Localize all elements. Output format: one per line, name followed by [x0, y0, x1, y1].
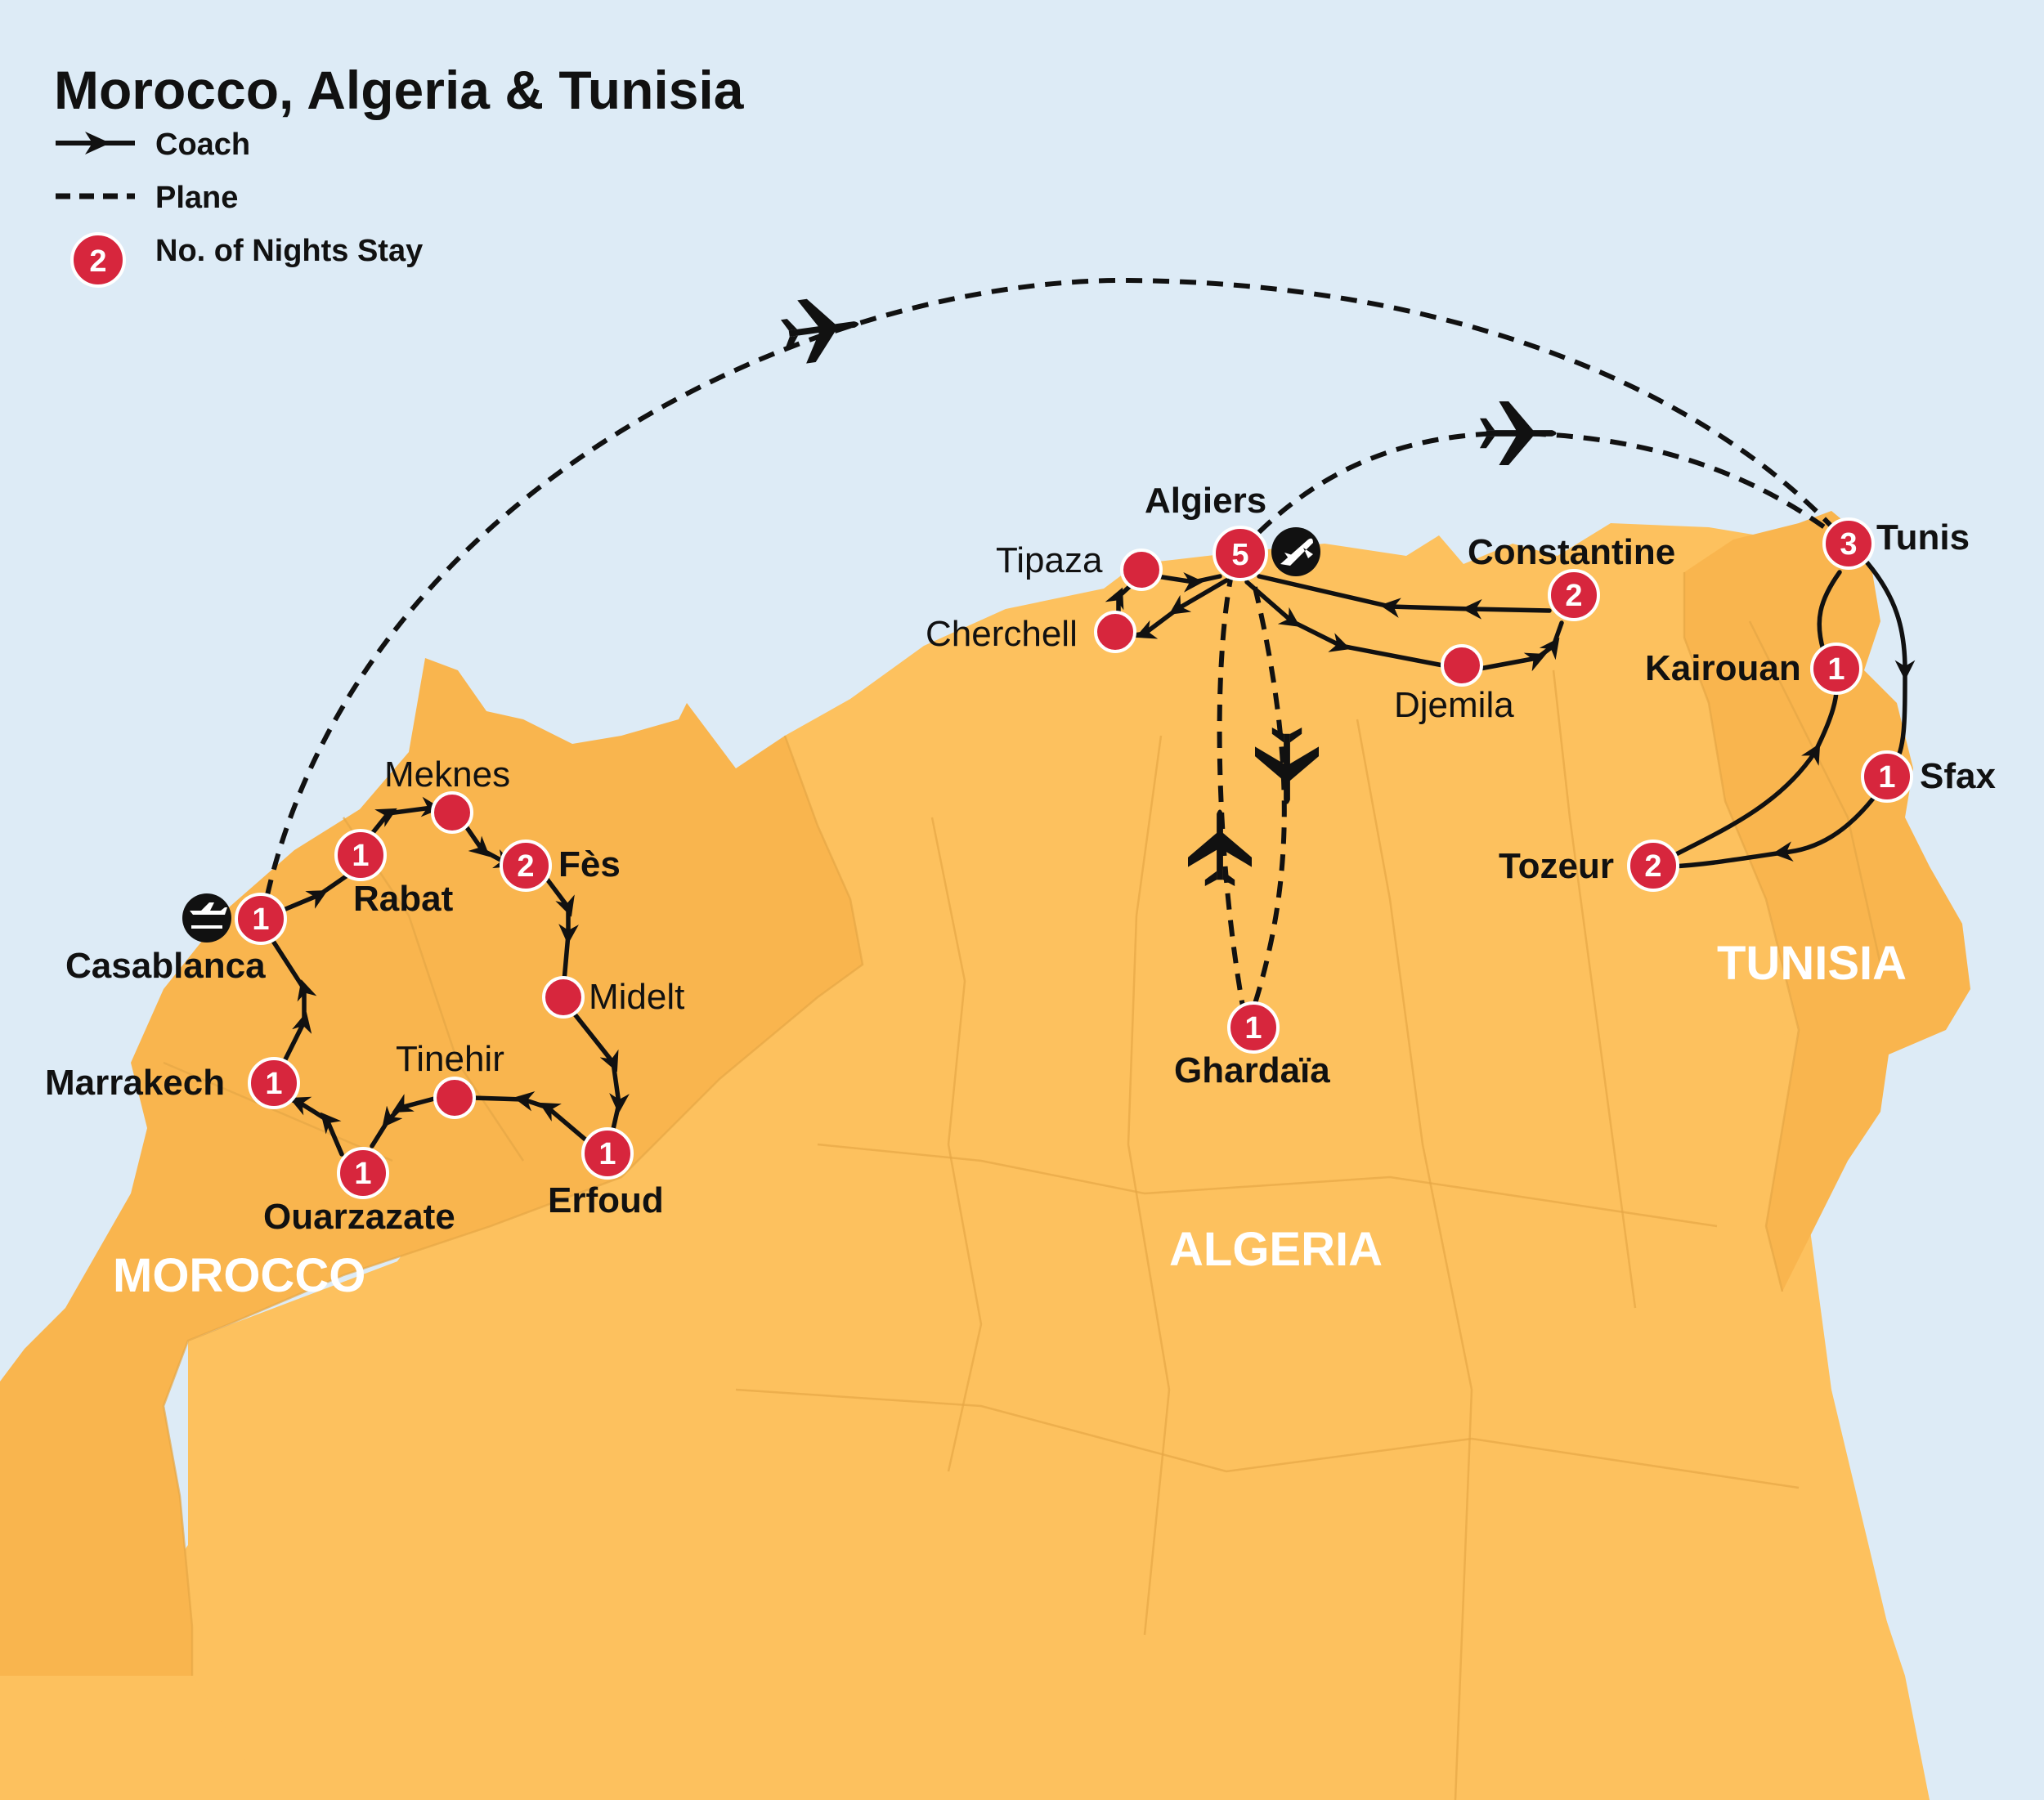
- city-label-tozeur: Tozeur: [1499, 846, 1614, 886]
- stop-sfax[interactable]: [1861, 750, 1913, 803]
- stop-fes[interactable]: [500, 840, 552, 892]
- legend-nights-label: No. of Nights Stay: [155, 234, 423, 268]
- stop-ouarzazate[interactable]: [337, 1147, 389, 1199]
- sfax-nights: 1: [1878, 760, 1895, 795]
- country-label-tunisia: TUNISIA: [1717, 937, 1907, 990]
- ghardaia-nights: 1: [1244, 1011, 1262, 1046]
- stop-algiers[interactable]: [1213, 526, 1268, 581]
- stop-rabat[interactable]: [334, 829, 387, 881]
- land: [0, 511, 1970, 1800]
- stop-tinehir[interactable]: [433, 1077, 476, 1119]
- marrakech-nights: 1: [265, 1067, 282, 1101]
- stop-tozeur[interactable]: [1627, 840, 1679, 892]
- city-label-djemila: Djemila: [1394, 685, 1514, 725]
- stop-marrakech[interactable]: [248, 1057, 300, 1109]
- country-labels: MOROCCO ALGERIA TUNISIA: [113, 937, 1907, 1302]
- kairouan-nights: 1: [1827, 652, 1845, 687]
- stop-constantine[interactable]: [1548, 569, 1600, 621]
- map-title: Morocco, Algeria & Tunisia: [54, 60, 745, 120]
- airport-icon-algiers: [1271, 527, 1320, 576]
- erfoud-nights: 1: [598, 1137, 616, 1171]
- constantine-nights: 2: [1565, 579, 1582, 613]
- city-label-algiers: Algiers: [1145, 481, 1266, 521]
- city-label-casablanca: Casablanca: [65, 946, 266, 986]
- city-label-marrakech: Marrakech: [45, 1063, 225, 1103]
- tunisia-land: [1684, 511, 1970, 1292]
- airport-icon-casablanca: [182, 893, 231, 943]
- city-label-kairouan: Kairouan: [1645, 648, 1801, 688]
- legend: Morocco, Algeria & Tunisia Coach Plane 2…: [54, 60, 745, 288]
- city-label-cherchell: Cherchell: [926, 614, 1078, 654]
- ouarzazate-nights: 1: [354, 1157, 371, 1191]
- stop-casablanca[interactable]: [235, 893, 287, 945]
- city-label-sfax: Sfax: [1920, 756, 1996, 796]
- plane-routes: [259, 277, 1852, 1029]
- stop-tunis[interactable]: [1822, 517, 1875, 570]
- city-labels: Casablanca Rabat Meknes Fès Midelt Erfou…: [45, 481, 1996, 1237]
- city-label-tunis: Tunis: [1876, 517, 1970, 557]
- legend-nights-marker: [70, 232, 126, 288]
- algiers-nights: 5: [1231, 538, 1248, 572]
- city-label-rabat: Rabat: [353, 879, 454, 919]
- stop-djemila[interactable]: [1441, 644, 1483, 687]
- legend-nights-badge: 2: [89, 244, 106, 279]
- stop-erfoud[interactable]: [581, 1127, 634, 1180]
- fes-nights: 2: [517, 849, 534, 884]
- morocco-land: [0, 658, 863, 1676]
- tozeur-nights: 2: [1644, 849, 1661, 884]
- city-label-midelt: Midelt: [589, 977, 684, 1017]
- plane-route-casablanca-tunis: [259, 277, 1852, 923]
- borders: [162, 572, 1882, 1800]
- stop-ghardaia[interactable]: [1227, 1001, 1280, 1054]
- city-label-ghardaia: Ghardaïa: [1174, 1050, 1330, 1090]
- city-label-ouarzazate: Ouarzazate: [263, 1197, 455, 1237]
- stop-tipaza[interactable]: [1120, 549, 1163, 591]
- stop-meknes[interactable]: [431, 791, 473, 834]
- casablanca-nights: 1: [252, 902, 269, 937]
- country-label-morocco: MOROCCO: [113, 1249, 365, 1302]
- stop-cherchell[interactable]: [1094, 611, 1136, 653]
- tunis-nights: 3: [1840, 527, 1857, 562]
- stop-kairouan[interactable]: [1810, 643, 1862, 695]
- city-label-tinehir: Tinehir: [396, 1039, 504, 1079]
- city-label-meknes: Meknes: [384, 754, 510, 795]
- legend-coach-arrow-icon: [85, 132, 110, 154]
- legend-plane-label: Plane: [155, 181, 238, 215]
- rabat-nights: 1: [352, 839, 369, 873]
- stop-midelt[interactable]: [542, 976, 585, 1019]
- plane-route-ghardaia-algiers: [1244, 570, 1287, 1029]
- legend-coach-label: Coach: [155, 128, 250, 162]
- city-label-fes: Fès: [558, 844, 621, 884]
- stops: 1 1 2 1 1 1 5 2 1 3 1 1 2: [235, 517, 1913, 1199]
- city-label-erfoud: Erfoud: [548, 1180, 664, 1220]
- coach-routes: [267, 557, 1916, 1157]
- city-label-constantine: Constantine: [1468, 532, 1675, 572]
- city-label-tipaza: Tipaza: [996, 540, 1103, 580]
- country-label-algeria: ALGERIA: [1169, 1223, 1383, 1276]
